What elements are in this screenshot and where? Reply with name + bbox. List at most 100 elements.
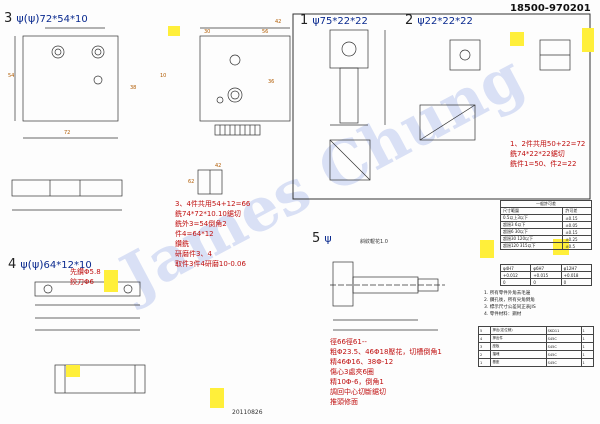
note-line: 精46Φ16、38Φ-12 — [330, 358, 394, 366]
tolerance-table: 一般許可差 尺寸範圍許可差 0.5以上3以下±0.15 超過3 6以下±0.05… — [499, 200, 592, 250]
table-cell: +0.018 — [560, 271, 593, 279]
highlight — [66, 365, 80, 377]
note-line: 推頭修面 — [330, 398, 358, 406]
note-line: 銑74*72*10.10鋸切 — [175, 210, 241, 218]
table-cell: 1 — [580, 342, 595, 351]
table-cell: S45C — [545, 358, 582, 367]
dim-label: 72 — [64, 130, 71, 136]
note-line: 鉸刀Φ6 — [70, 278, 94, 286]
table-cell: 基座 — [490, 358, 547, 367]
highlight — [480, 240, 494, 258]
part-4-title: 4 ψ(ψ)64*12*10 — [8, 257, 92, 272]
note-line: 件4=64*12 — [175, 230, 214, 238]
dim-label: 54 — [8, 73, 15, 79]
table-cell: 0 — [499, 278, 532, 286]
table-cell: 4 — [477, 334, 492, 343]
tolerance-table-title: 一般許可差 — [500, 200, 592, 208]
table-header: φ4H7 — [499, 264, 532, 272]
date-stamp: 20110826 — [232, 409, 263, 416]
highlight — [582, 28, 594, 52]
note-line: 3、4件共用54+12=66 — [175, 200, 251, 208]
table-cell: 1 — [580, 350, 595, 359]
table-cell: ±0.25 — [562, 235, 592, 243]
note-line: 粗Φ23.5、46Φ18壓花，切槽倒角1 — [330, 348, 442, 356]
note-line: 銑外3=54倒角2 — [175, 220, 227, 228]
drawing-number: 18500-970201 — [510, 3, 591, 14]
note-line: 徑66徑61-- — [330, 338, 367, 346]
table-cell: +0.012 — [499, 271, 532, 279]
general-note: 2. 鑽孔後，所有尖角倒角 — [484, 298, 535, 303]
highlight — [210, 388, 224, 408]
part-2-title: 2 ψ22*22*22 — [405, 13, 473, 28]
table-cell: 超過120 315以下 — [499, 242, 564, 250]
table-cell: 1 — [580, 334, 595, 343]
table-cell: S45C — [545, 350, 582, 359]
highlight — [510, 32, 524, 46]
table-cell: 0 — [560, 278, 593, 286]
table-cell: 超過3 6以下 — [499, 221, 564, 229]
note-line: 傷心3處夾6圈 — [330, 368, 374, 376]
table-header: φ6H7 — [530, 264, 562, 272]
table-cell: 超過6 30以下 — [499, 228, 564, 236]
table-cell: 押出(定位銷) — [490, 326, 547, 335]
part-3-title: 3 ψ(ψ)72*54*10 — [4, 11, 88, 26]
table-cell: 座板 — [490, 342, 547, 351]
general-note: 4. 零件材料：鋼材 — [484, 312, 522, 317]
table-cell: 1 — [477, 358, 492, 367]
part-5-title: 5 ψ — [312, 231, 332, 246]
table-cell: +0.015 — [530, 271, 562, 279]
table-cell: ±0.5 — [562, 242, 592, 250]
table-cell: ±0.05 — [562, 221, 592, 229]
table-cell: 1 — [580, 326, 595, 335]
dim-label: 30 — [204, 29, 211, 35]
table-header: φ12H7 — [560, 264, 593, 272]
knurl-label: 斜紋輥花1.0 — [360, 239, 388, 245]
table-cell: 押出件 — [490, 334, 547, 343]
dim-label: 56 — [262, 29, 269, 35]
note-line: 精10Φ-6，倒角1 — [330, 378, 384, 386]
table-cell: 超過30 120以下 — [499, 235, 564, 243]
dim-label: 42 — [215, 163, 222, 169]
note-line: 鑽銑 — [175, 240, 189, 248]
table-cell: 擋塊 — [490, 350, 547, 359]
table-cell: SKD11 — [545, 326, 582, 335]
note-line: 1、2件共用50+22=72 — [510, 140, 586, 148]
general-note: 3. 標示尺寸公差同正表JIS — [484, 305, 536, 310]
table-cell: 2 — [477, 350, 492, 359]
note-line: 研磨件3、4 — [175, 250, 212, 258]
table-cell: 5 — [477, 326, 492, 335]
note-line: 先鑽Φ5.8 — [70, 268, 101, 276]
table-cell: 1 — [580, 358, 595, 367]
table-header: 尺寸範圍 — [499, 207, 564, 215]
dim-label: 38 — [130, 85, 137, 91]
part-1-title: 1 ψ75*22*22 — [300, 13, 368, 28]
table-cell: 0.5以上3以下 — [499, 214, 564, 222]
dim-label: 62 — [188, 179, 195, 185]
note-line: 銑74*22*22鋸切 — [510, 150, 565, 158]
note-line: 取件3件4研磨10-0.06 — [175, 260, 246, 268]
highlight — [168, 26, 180, 36]
dim-label: 10 — [160, 73, 167, 79]
table-cell: ±0.15 — [562, 214, 592, 222]
table-cell: 0 — [530, 278, 562, 286]
table-cell: S45C — [545, 342, 582, 351]
dim-label: 42 — [275, 19, 282, 25]
general-note: 1. 所有零件外角去毛邊 — [484, 291, 531, 296]
table-cell: S45C — [545, 334, 582, 343]
note-line: 銑件1=50、件2=22 — [510, 160, 577, 168]
table-cell: ±0.15 — [562, 228, 592, 236]
highlight — [104, 270, 118, 292]
table-header: 許可差 — [562, 207, 592, 215]
table-cell: 3 — [477, 342, 492, 351]
note-line: 調回中心切斷鋸切 — [330, 388, 386, 396]
dim-label: 36 — [268, 79, 275, 85]
